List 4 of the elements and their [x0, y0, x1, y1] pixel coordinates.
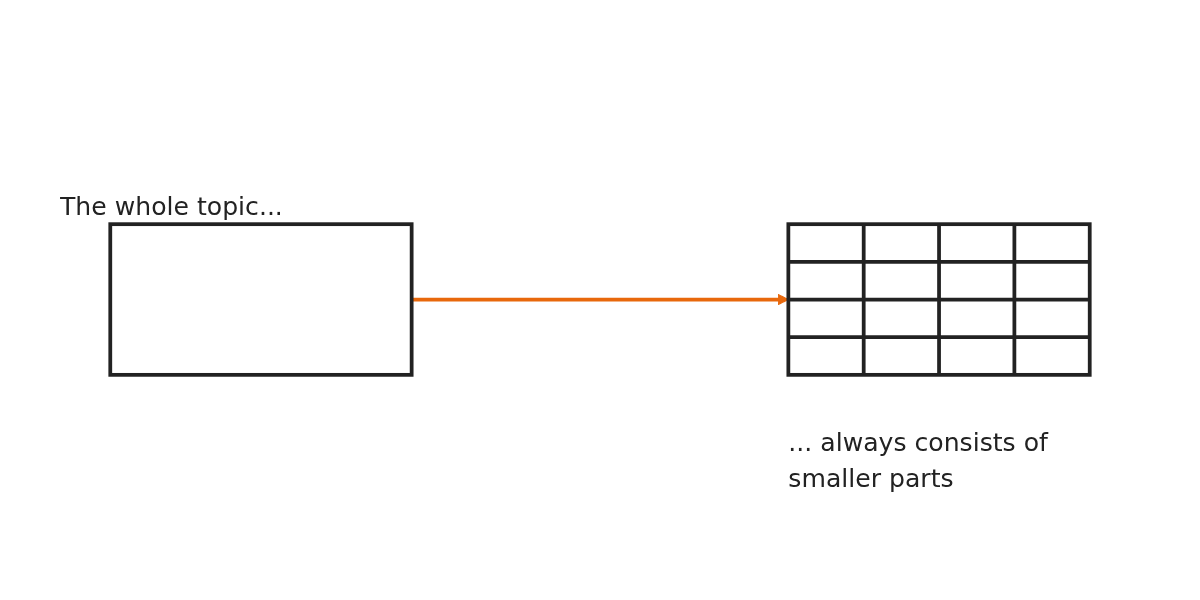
- caption-text: ... always consists of smaller parts: [788, 427, 1050, 496]
- square-box: [108, 222, 414, 378]
- grid-square: [786, 222, 1092, 378]
- caption-text: The whole topic...: [60, 191, 284, 225]
